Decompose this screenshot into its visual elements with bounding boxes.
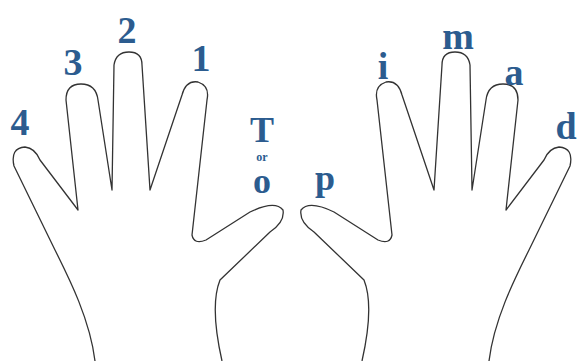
finger-label: or [256, 151, 267, 163]
finger-label: d [555, 107, 576, 145]
finger-label: 3 [64, 43, 83, 81]
finger-label: 4 [11, 103, 30, 141]
finger-label: i [378, 47, 389, 85]
finger-label: 2 [118, 11, 137, 49]
hand-outline [301, 52, 571, 361]
hand-outline [13, 52, 283, 361]
finger-label: T [250, 112, 274, 148]
finger-label: o [253, 163, 271, 199]
finger-label: m [442, 17, 474, 55]
finger-label: p [315, 160, 335, 196]
finger-label: a [505, 53, 524, 91]
finger-label: 1 [192, 39, 211, 77]
